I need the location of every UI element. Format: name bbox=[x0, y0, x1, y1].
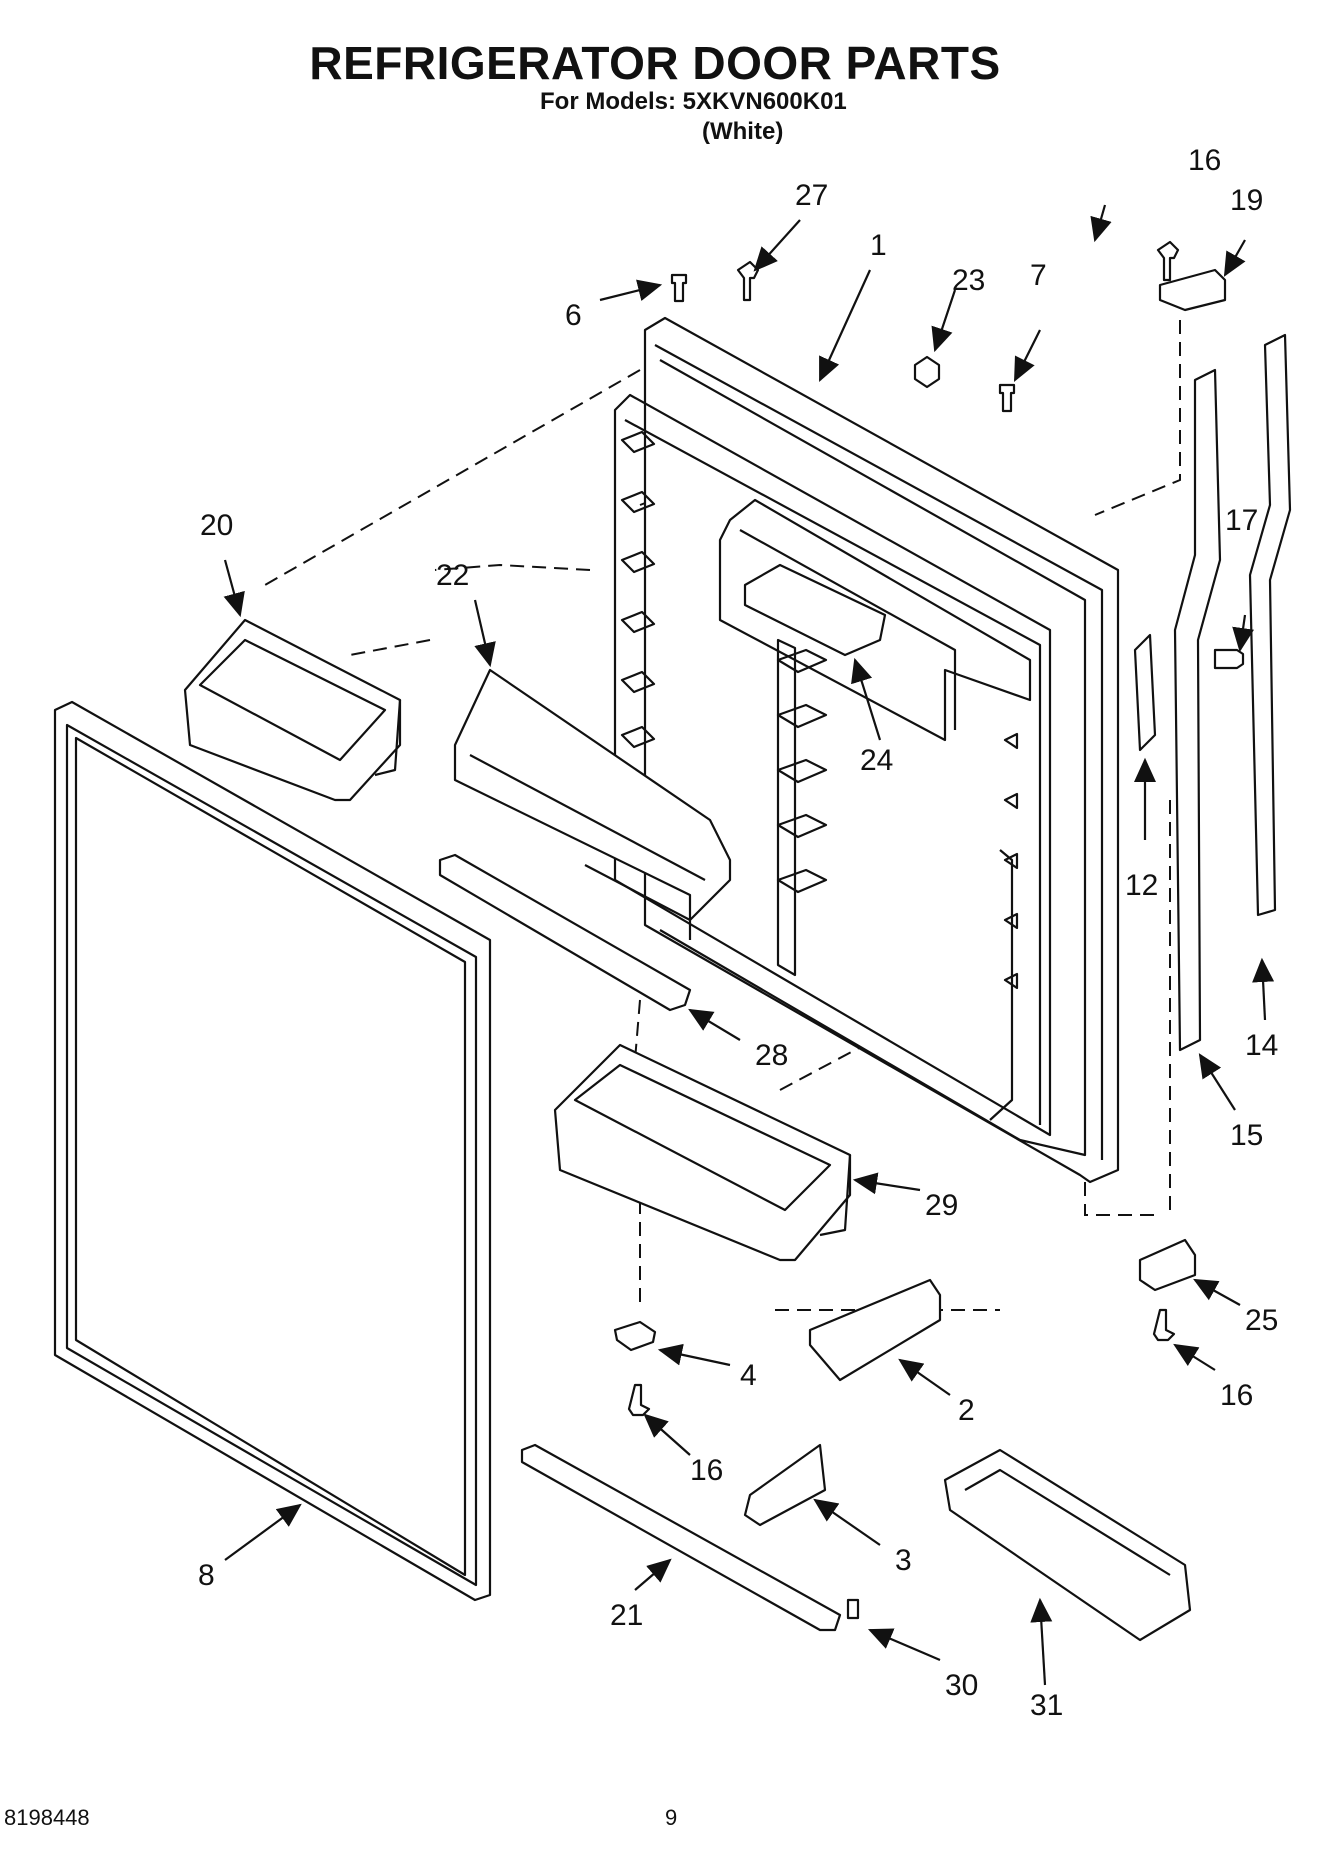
lower-parts bbox=[520, 1278, 1192, 1642]
callout-1: 1 bbox=[870, 229, 887, 262]
small-hardware bbox=[613, 240, 1245, 1417]
callout-17: 17 bbox=[1225, 504, 1258, 537]
models-line: For Models: 5XKVN600K01 bbox=[540, 88, 847, 115]
part-29-bin bbox=[553, 1043, 852, 1262]
page-number: 9 bbox=[665, 1805, 678, 1830]
callout-labels: 6 27 1 23 7 16 19 20 22 24 17 12 14 15 2… bbox=[198, 144, 1278, 1722]
callout-23: 24 bbox=[860, 744, 893, 777]
leader-arrows bbox=[223, 204, 1275, 1686]
part-23-handle bbox=[743, 563, 887, 657]
callout-24: 23 bbox=[952, 264, 985, 297]
callout-22: 22 bbox=[436, 559, 469, 592]
part-20-bin bbox=[183, 618, 402, 802]
callout-12: 12 bbox=[1125, 869, 1158, 902]
callout-4: 4 bbox=[740, 1359, 757, 1392]
part-22-dairy-door bbox=[453, 668, 732, 940]
hinge-strips bbox=[1173, 333, 1292, 1052]
callout-16-right: 16 bbox=[1220, 1379, 1253, 1412]
part-28-trim bbox=[438, 853, 692, 1012]
callout-21: 21 bbox=[610, 1599, 643, 1632]
callout-16-left: 16 bbox=[690, 1454, 723, 1487]
callout-16-top: 16 bbox=[1188, 144, 1221, 177]
diagram-title: REFRIGERATOR DOOR PARTS bbox=[309, 37, 1001, 89]
callout-27: 27 bbox=[795, 179, 828, 212]
color-line: (White) bbox=[702, 118, 784, 145]
callout-3: 3 bbox=[895, 1544, 912, 1577]
callout-29: 29 bbox=[925, 1189, 958, 1222]
callout-31: 31 bbox=[1030, 1689, 1063, 1722]
document-number: 8198448 bbox=[4, 1805, 90, 1830]
callout-7: 7 bbox=[1030, 259, 1047, 292]
callout-2: 2 bbox=[958, 1394, 975, 1427]
callout-25: 25 bbox=[1245, 1304, 1278, 1337]
callout-20: 20 bbox=[200, 509, 233, 542]
callout-28: 28 bbox=[755, 1039, 788, 1072]
callout-30: 30 bbox=[945, 1669, 978, 1702]
callout-14: 14 bbox=[1245, 1029, 1278, 1062]
callout-8: 8 bbox=[198, 1559, 215, 1592]
callout-19: 19 bbox=[1230, 184, 1263, 217]
callout-6: 6 bbox=[565, 299, 582, 332]
door-gasket bbox=[53, 700, 492, 1602]
callout-15: 15 bbox=[1230, 1119, 1263, 1152]
